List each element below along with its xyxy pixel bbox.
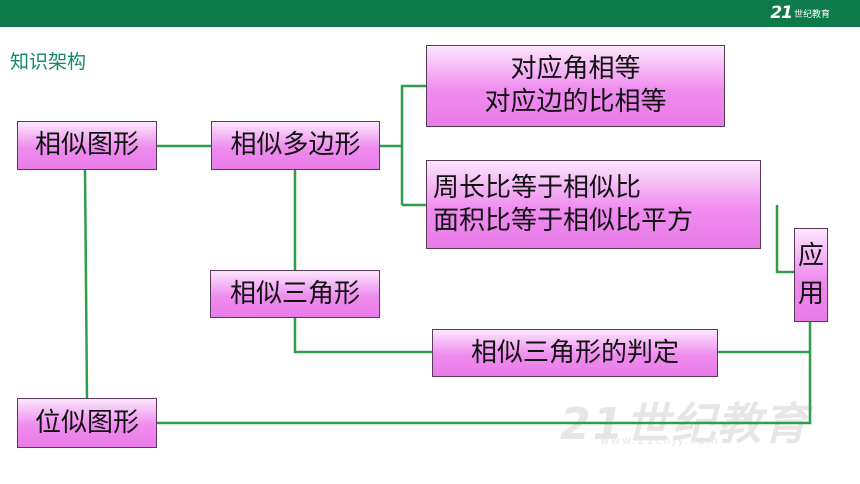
corresponding-sides-text: 对应边的比相等 bbox=[484, 87, 667, 117]
watermark-url: www.21cnjy.com bbox=[600, 434, 720, 447]
link-triangles-criteria bbox=[293, 318, 432, 354]
node-ratio-properties: 周长比等于相似比 面积比等于相似比平方 bbox=[426, 160, 761, 249]
node-similar-triangles: 相似三角形 bbox=[210, 270, 380, 318]
watermark-mark: 21世纪教育 bbox=[560, 399, 810, 450]
node-application: 应 用 bbox=[794, 228, 828, 322]
logo: 21 世纪教育 bbox=[770, 1, 830, 25]
perimeter-ratio-text: 周长比等于相似比 bbox=[433, 172, 642, 203]
area-ratio-text: 面积比等于相似比平方 bbox=[433, 205, 694, 236]
application-char-1: 应 bbox=[797, 241, 824, 271]
corresponding-angles-text: 对应角相等 bbox=[510, 54, 641, 84]
link-homothetic-application bbox=[157, 322, 812, 425]
logo-text: 世纪教育 bbox=[793, 9, 830, 20]
node-corresponding-properties: 对应角相等 对应边的比相等 bbox=[426, 45, 725, 127]
application-char-2: 用 bbox=[797, 279, 824, 309]
section-title: 知识架构 bbox=[10, 51, 87, 73]
logo-mark: 21 bbox=[770, 3, 793, 23]
link-branch-corr bbox=[400, 84, 426, 205]
link-figures-homothetic bbox=[83, 169, 89, 399]
node-triangle-criteria: 相似三角形的判定 bbox=[432, 329, 718, 377]
top-bar: 21 世纪教育 bbox=[0, 0, 860, 27]
node-homothetic-figures: 位似图形 bbox=[17, 398, 157, 448]
node-similar-polygons: 相似多边形 bbox=[211, 121, 380, 170]
watermark: 21世纪教育 www.21cnjy.com bbox=[560, 388, 809, 452]
link-ratio-application bbox=[775, 205, 794, 274]
node-similar-figures: 相似图形 bbox=[17, 121, 157, 170]
